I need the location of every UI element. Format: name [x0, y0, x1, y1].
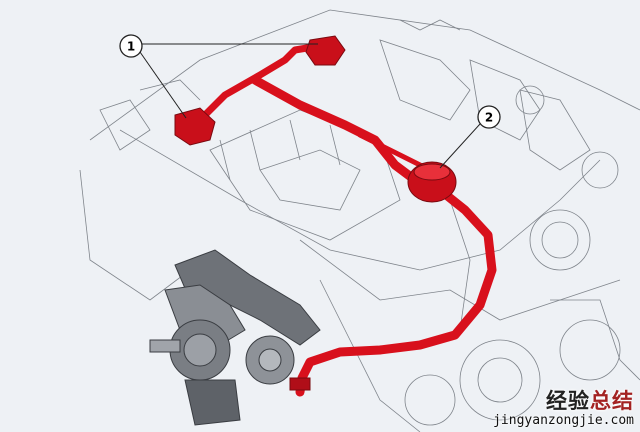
watermark-chinese-dark: 经验 [546, 389, 590, 413]
vent-rail [191, 41, 329, 129]
callout-1-label: 1 [127, 40, 135, 54]
watermark: 经验总结 jingyanzongjie.com [493, 389, 634, 428]
callout-1: 1 [119, 34, 318, 119]
red-pipes [191, 41, 497, 397]
turbocharger-manifold [149, 249, 321, 426]
engine-line-drawing [79, 9, 640, 432]
callout-2: 2 [439, 105, 501, 169]
valve-1b [305, 35, 346, 66]
vent-hose [250, 75, 497, 397]
watermark-chinese-red: 总结 [590, 389, 634, 413]
watermark-chinese: 经验总结 [493, 389, 634, 413]
watermark-url: jingyanzongjie.com [493, 413, 634, 428]
callout-2-label: 2 [485, 111, 493, 125]
